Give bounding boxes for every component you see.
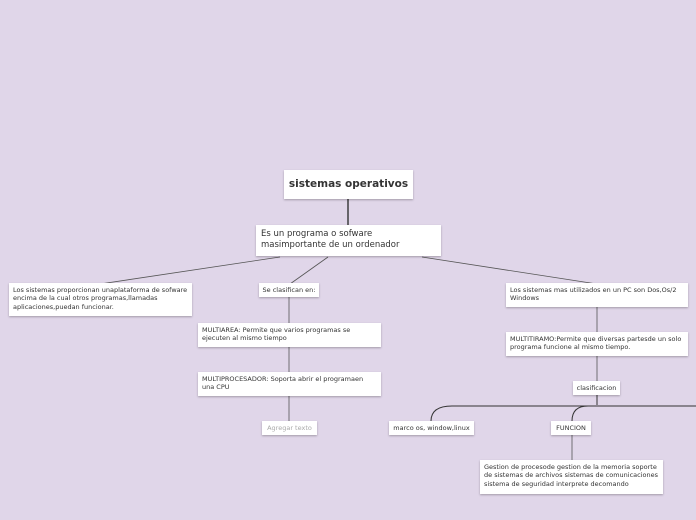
multiprogram-label: MULTITIRAMO:Permite que diversas partesd… — [510, 335, 682, 352]
examples-node[interactable]: marco os, window,linux — [389, 421, 474, 435]
add-text-node[interactable]: Agregar texto — [262, 421, 317, 435]
function-detail-label: Gestion de procesode gestion de la memor… — [484, 463, 658, 488]
right-branch-label: Los sistemas mas utilizados en un PC son… — [510, 286, 677, 303]
definition-node[interactable]: Es un programa o sofware masimportante d… — [256, 225, 441, 256]
root-label: sistemas operativos — [288, 177, 409, 190]
multiarea-label: MULTIAREA: Permite que varios programas … — [202, 326, 351, 343]
function-detail-node[interactable]: Gestion de procesode gestion de la memor… — [480, 460, 663, 494]
link-definition-left-note — [99, 256, 281, 285]
left-note-label: Los sistemas proporcionan unaplataforma … — [13, 286, 188, 311]
classification-node[interactable]: clasificacion — [573, 381, 620, 395]
multiprogram-node[interactable]: MULTITIRAMO:Permite que diversas partesd… — [506, 332, 688, 356]
right-branch-node[interactable]: Los sistemas mas utilizados en un PC son… — [506, 283, 688, 307]
classify-node[interactable]: Se clasifican en: — [259, 283, 319, 297]
link-definition-classify — [289, 256, 329, 285]
classification-label: clasificacion — [576, 383, 617, 392]
multiarea-node[interactable]: MULTIAREA: Permite que varios programas … — [198, 323, 381, 347]
function-node[interactable]: FUNCION — [551, 421, 591, 435]
link-classification-branches — [430, 395, 696, 422]
left-note-node[interactable]: Los sistemas proporcionan unaplataforma … — [9, 283, 192, 316]
add-text-label: Agregar texto — [267, 423, 312, 432]
multiprocessor-label: MULTIPROCESADOR: Soporta abrir el progra… — [202, 375, 364, 392]
definition-label: Es un programa o sofware masimportante d… — [261, 229, 400, 251]
root-node[interactable]: sistemas operativos — [284, 170, 413, 199]
function-label: FUNCION — [556, 423, 586, 432]
classify-label: Se clasifican en: — [262, 285, 316, 294]
multiprocessor-node[interactable]: MULTIPROCESADOR: Soporta abrir el progra… — [198, 372, 381, 396]
examples-label: marco os, window,linux — [393, 423, 470, 432]
link-definition-right — [421, 256, 598, 285]
